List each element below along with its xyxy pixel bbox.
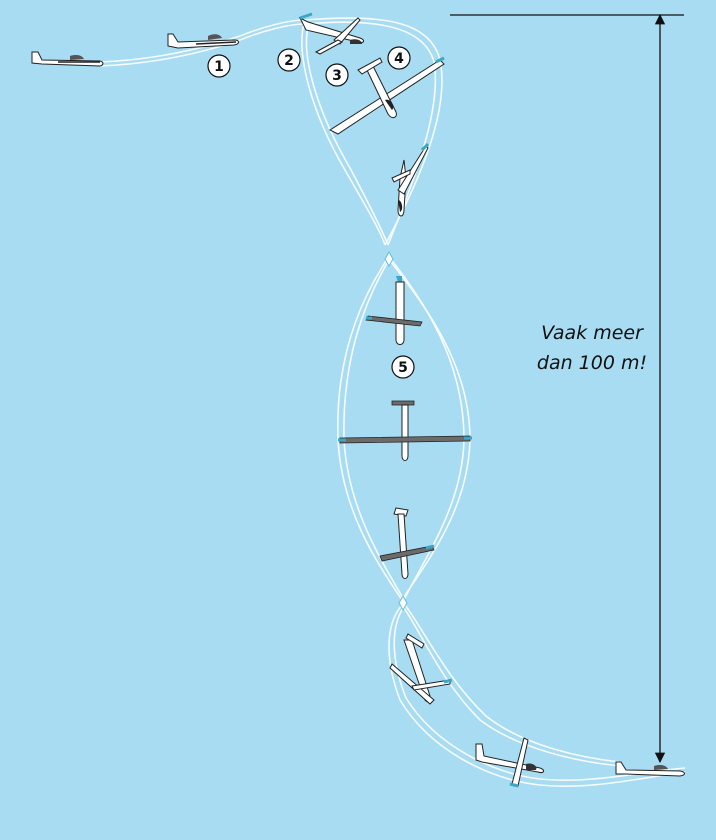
step-badge-5: 5 xyxy=(391,355,415,379)
svg-text:5: 5 xyxy=(398,360,408,376)
step-badge-4: 4 xyxy=(387,46,411,70)
glider-icon xyxy=(31,12,685,788)
height-note-line2: dan 100 m! xyxy=(536,352,648,374)
step-badge-1: 1 xyxy=(207,54,231,78)
svg-text:3: 3 xyxy=(332,68,342,84)
height-note: Vaak meer dan 100 m! xyxy=(522,318,662,378)
svg-text:2: 2 xyxy=(284,53,294,69)
trail-path xyxy=(99,17,686,787)
svg-text:4: 4 xyxy=(394,51,404,67)
cross-marker xyxy=(384,250,394,268)
step-badge-3: 3 xyxy=(325,63,349,87)
height-note-line1: Vaak meer xyxy=(541,322,643,344)
step-badge-2: 2 xyxy=(277,48,301,72)
svg-text:1: 1 xyxy=(214,59,224,75)
cross-marker xyxy=(398,594,408,612)
